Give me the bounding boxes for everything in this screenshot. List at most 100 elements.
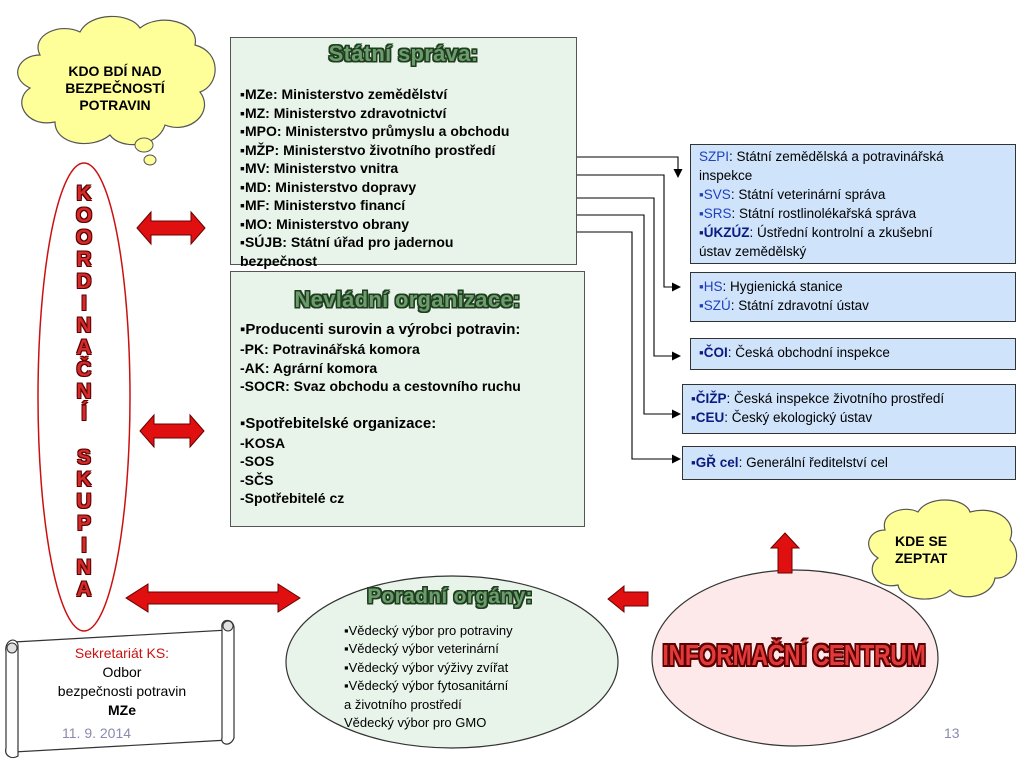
agency-line: inspekce xyxy=(699,168,753,183)
arrow-left-advisory xyxy=(607,584,649,614)
state-admin-box: Státní správa: ▪MZe: Ministerstvo zemědě… xyxy=(230,37,577,269)
cloud-right-line: ZEPTAT xyxy=(895,550,948,566)
cloud-left-line: POTRAVIN xyxy=(79,97,151,113)
info-center-ellipse xyxy=(651,569,939,747)
vertical-letter: R xyxy=(76,248,92,271)
secretariat-scroll xyxy=(5,619,235,759)
coordination-group-label: K O O R D I N A Č N Í S K U P I N A xyxy=(56,183,112,623)
vertical-letter: N xyxy=(76,380,92,403)
agency-line: ▪SRS: Státní rostlinolékařská správa xyxy=(699,206,917,221)
vertical-letter: P xyxy=(76,512,91,535)
ngo-list: ▪Producenti surovin a výrobci potravin: … xyxy=(240,320,583,508)
state-admin-item: ▪SÚJB: Státní úřad pro jadernou xyxy=(240,234,454,250)
vertical-letter: Č xyxy=(76,358,92,381)
thought-cloud-left xyxy=(17,15,216,166)
advisory-item: ▪Vědecký výbor výživy zvířat xyxy=(344,659,509,675)
connector-hs xyxy=(576,174,681,292)
ngo-consumer-item: -SOS xyxy=(240,453,275,469)
agency-box-coi: ▪ČOI: Česká obchodní inspekce xyxy=(690,338,1016,370)
arrow-up-info xyxy=(769,532,801,574)
ngo-producer-item: -PK: Potravinářská komora xyxy=(240,341,420,357)
agency-box-cizp: ▪ČIŽP: Česká inspekce životního prostřed… xyxy=(682,384,1016,434)
ngo-producer-item: -SOCR: Svaz obchodu a cestovního ruchu xyxy=(240,378,521,394)
connector-szpi xyxy=(576,156,683,178)
vertical-letter: A xyxy=(76,336,92,359)
vertical-letter: N xyxy=(76,314,92,337)
connector-gr-cel xyxy=(576,231,681,464)
vertical-letter: I xyxy=(81,292,87,315)
agency-box-szpi: SZPI: Státní zemědělská a potravinářská … xyxy=(690,144,1016,264)
secretariat-line: bezpečnosti potravin xyxy=(57,683,187,699)
vertical-letter: K xyxy=(76,468,92,491)
agency-line: ▪ČOI: Česká obchodní inspekce xyxy=(699,345,890,360)
ngo-title: Nevládní organizace: xyxy=(294,287,521,312)
agency-line: ▪ČIŽP: Česká inspekce životního prostřed… xyxy=(691,391,945,406)
cloud-right-text: KDE SE ZEPTAT xyxy=(895,533,980,567)
advisory-ellipse xyxy=(285,575,619,749)
double-arrow-advisory xyxy=(125,583,301,613)
vertical-letter: K xyxy=(76,182,92,205)
advisory-item: a životního prostředí xyxy=(344,696,462,712)
state-admin-item: ▪MZe: Ministerstvo zemědělství xyxy=(240,86,448,102)
vertical-letter: I xyxy=(81,534,87,557)
ngo-consumers-head: ▪Spotřebitelské organizace: xyxy=(240,414,437,432)
connector-lines xyxy=(576,156,683,464)
secretariat-line: Sekretariát KS: xyxy=(74,645,170,661)
coordination-ellipse xyxy=(37,162,131,632)
agency-box-hs: ▪HS: Hygienická stanice ▪SZÚ: Státní zdr… xyxy=(690,272,1016,322)
advisory-item: ▪Vědecký výbor veterinární xyxy=(344,641,499,657)
agency-line: ▪HS: Hygienická stanice xyxy=(699,279,843,294)
info-center-title: INFORMAČNÍ CENTRUM xyxy=(662,638,926,672)
vertical-letter: O xyxy=(75,204,93,227)
cloud-left-line: BEZPEČNOSTÍ xyxy=(65,80,165,96)
state-admin-item: ▪MD: Ministerstvo dopravy xyxy=(240,178,417,195)
double-arrow-ngo xyxy=(139,413,205,449)
state-admin-title: Státní správa: xyxy=(328,41,479,66)
advisory-item: Vědecký výbor pro GMO xyxy=(344,715,487,731)
state-admin-list: ▪MZe: Ministerstvo zemědělství ▪MZ: Mini… xyxy=(240,85,576,270)
vertical-letter: D xyxy=(76,270,92,293)
state-admin-item: ▪MF: Ministerstvo financí xyxy=(240,197,406,213)
state-admin-item: ▪MZ: Ministerstvo zdravotnictví xyxy=(240,104,447,121)
vertical-letter: S xyxy=(76,446,91,469)
agency-line: ▪ÚKZÚZ: Ústřední kontrolní a zkušební xyxy=(699,225,933,240)
agency-line: ▪GŘ cel: Generální ředitelství cel xyxy=(691,455,888,470)
vertical-letter: N xyxy=(76,556,92,579)
advisory-item: ▪Vědecký výbor pro potraviny xyxy=(344,623,513,638)
agency-line: SZPI: Státní zemědělská a potravinářská xyxy=(699,149,944,164)
ngo-consumer-item: -Spotřebitelé cz xyxy=(240,490,345,506)
cloud-right-line: KDE SE xyxy=(895,533,948,549)
ngo-producers-head: ▪Producenti surovin a výrobci potravin: xyxy=(240,321,521,338)
vertical-letter: U xyxy=(76,490,92,513)
vertical-letter xyxy=(56,425,112,447)
connector-cizp xyxy=(576,214,681,419)
state-admin-item: ▪MO: Ministerstvo obrany xyxy=(240,215,410,232)
footer-date: 11. 9. 2014 xyxy=(62,725,132,741)
agency-line: ▪SZÚ: Státní zdravotní ústav xyxy=(699,298,869,313)
cloud-left-line: KDO BDÍ NAD xyxy=(68,63,162,79)
vertical-letter: O xyxy=(75,226,93,249)
state-admin-item: ▪MPO: Ministerstvo průmyslu a obchodu xyxy=(240,123,510,139)
advisory-title: Poradní orgány: xyxy=(367,585,533,608)
ngo-consumer-item: -SČS xyxy=(240,471,274,488)
vertical-letter: A xyxy=(76,578,92,601)
state-admin-item: ▪MV: Ministerstvo vnitra xyxy=(240,160,399,176)
ngo-box: Nevládní organizace: ▪Producenti surovin… xyxy=(230,271,585,527)
secretariat-text: Sekretariát KS: Odbor bezpečnosti potrav… xyxy=(24,644,220,720)
ngo-producer-item: -AK: Agrární komora xyxy=(240,359,378,376)
advisory-list: ▪Vědecký výbor pro potraviny ▪Vědecký vý… xyxy=(344,622,584,732)
state-admin-item: bezpečnost xyxy=(240,252,318,269)
advisory-item: ▪Vědecký výbor fytosanitární xyxy=(344,678,509,694)
cloud-left-text: KDO BDÍ NAD BEZPEČNOSTÍ POTRAVIN xyxy=(40,63,190,114)
vertical-letter: Í xyxy=(81,402,87,425)
footer-page-number: 13 xyxy=(944,725,960,741)
agency-box-gr-cel: ▪GŘ cel: Generální ředitelství cel xyxy=(682,446,1016,480)
double-arrow-state xyxy=(136,210,206,246)
state-admin-item: ▪MŽP: Ministerstvo životního prostředí xyxy=(240,141,496,158)
agency-line: ▪SVS: Státní veterinární správa xyxy=(699,187,886,202)
secretariat-line: Odbor xyxy=(102,664,142,680)
secretariat-line: MZe xyxy=(108,702,136,718)
connector-coi xyxy=(576,197,681,361)
agency-line: ústav zemědělský xyxy=(699,244,807,259)
